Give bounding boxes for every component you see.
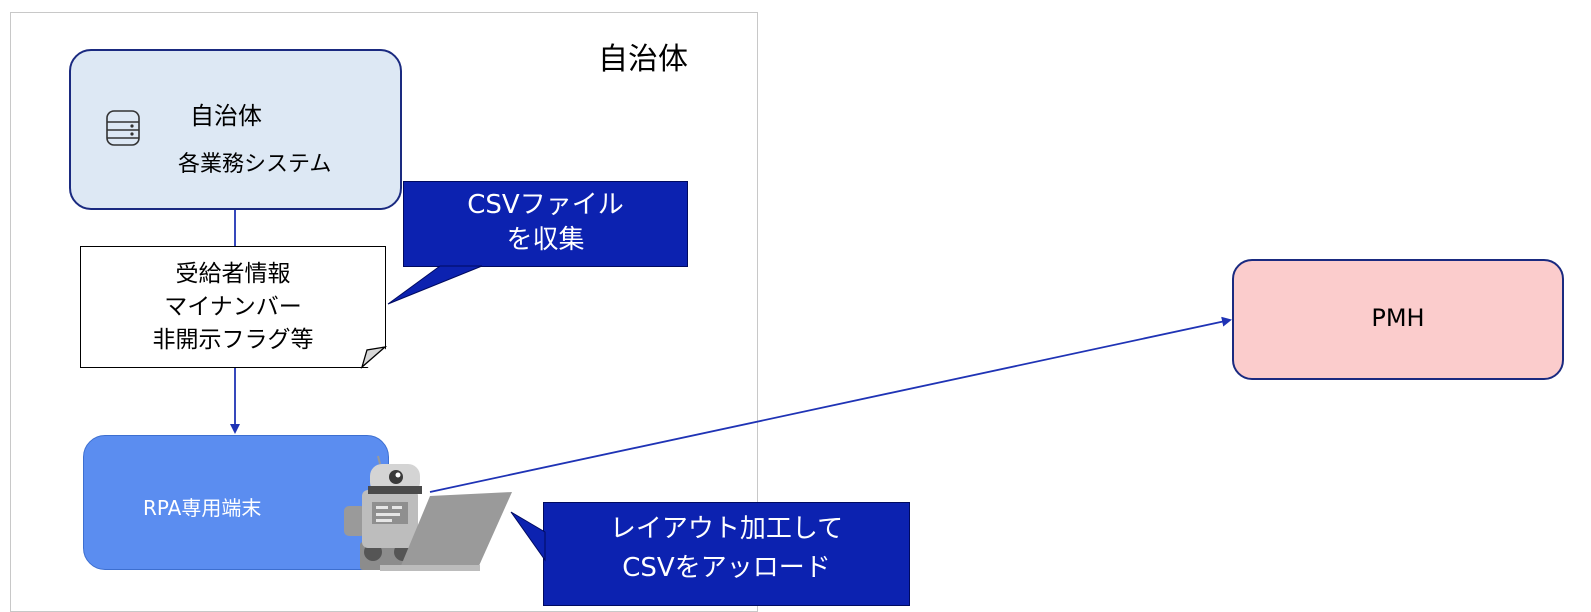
rpa-to-pmh-arrow [429,316,1232,493]
rpa-terminal-box[interactable] [83,435,389,570]
pmh-box[interactable] [1232,259,1564,380]
collect-callout-tail [387,265,483,305]
region-label: 自治体 [598,42,688,77]
rpa-terminal-label: RPA専用端末 [143,496,262,520]
document-fold-corner [360,345,388,369]
collect-callout-line-1: CSVファイル [467,190,624,220]
robot-laptop-icon [344,455,512,571]
document-text: 受給者情報 マイナンバー 非開示フラグ等 [80,258,386,357]
document-line-3: 非開示フラグ等 [152,327,314,353]
collect-csv-callout [403,181,688,267]
pmh-label: PMH [1371,304,1425,332]
source-system-title: 自治体 [190,102,262,130]
upload-callout-line-2: CSVをアッロード [622,553,831,583]
data-document [80,246,386,368]
document-line-1: 受給者情報 [175,261,291,287]
document-line-2: マイナンバー [164,294,302,320]
upload-callout-tail [510,511,546,562]
upload-csv-callout [543,502,910,606]
upload-callout-line-1: レイアウト加工して [609,514,844,544]
upload-csv-callout-text: レイアウト加工して CSVをアッロード [543,510,910,588]
database-icon [106,110,140,146]
source-system-subtitle: 各業務システム [178,152,332,177]
collect-csv-callout-text: CSVファイル を収集 [403,188,688,258]
collect-callout-line-2: を収集 [506,225,585,255]
